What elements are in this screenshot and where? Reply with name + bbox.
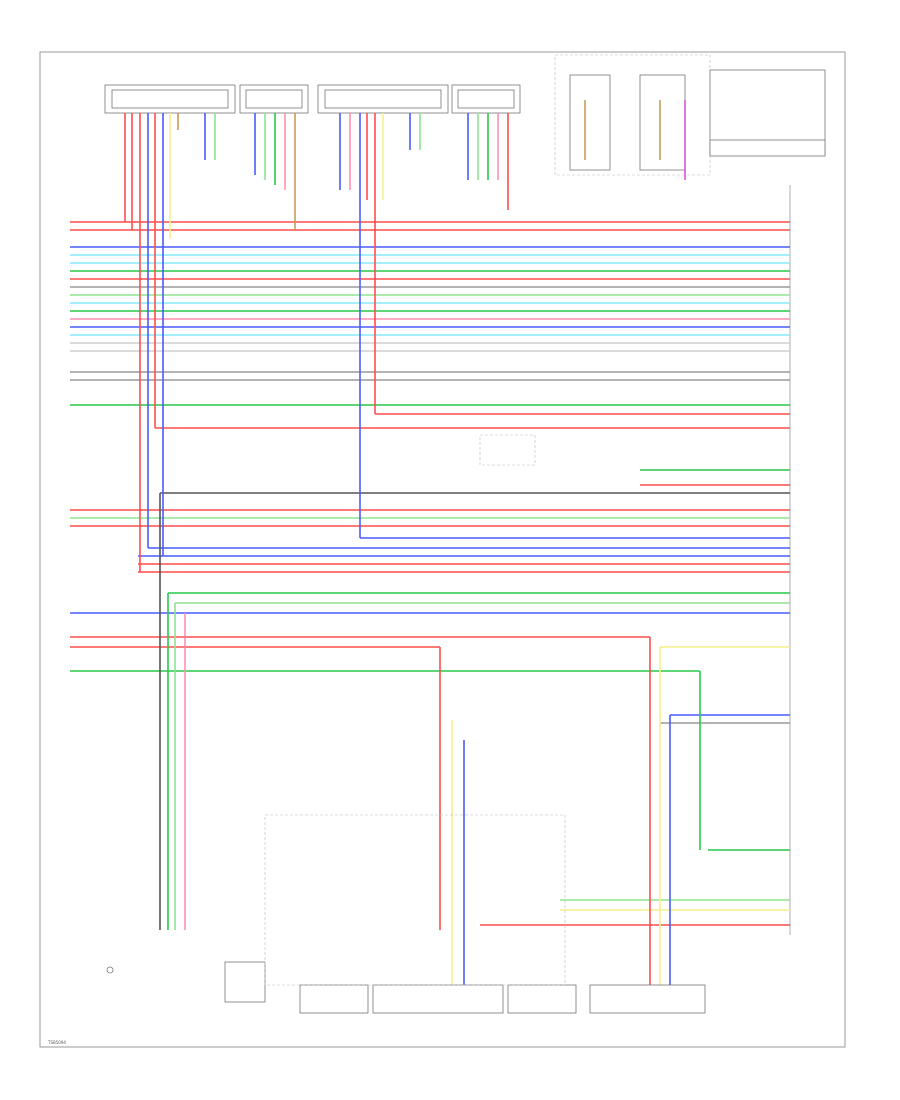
- top-right-module-2: [639, 74, 686, 171]
- top-connector-2: [239, 84, 309, 114]
- top-connector-3: [317, 84, 449, 114]
- bottom-left-component: [224, 961, 266, 1003]
- vertical-wires: [124, 100, 701, 990]
- top-right-module-1: [569, 74, 611, 171]
- bottom-connector-4: [589, 984, 706, 1014]
- dashed-box-1: [264, 814, 566, 986]
- ground-symbol: [106, 966, 114, 974]
- footer-code: TSB5094: [47, 1040, 66, 1045]
- bottom-connector-2: [372, 984, 504, 1014]
- horizontal-wires: [70, 221, 790, 926]
- top-right-module-box: [709, 139, 826, 157]
- bottom-connector-1: [299, 984, 369, 1014]
- top-connector-4: [451, 84, 521, 114]
- diagram-frame: [39, 51, 846, 1048]
- dashed-box-2: [479, 434, 536, 466]
- bottom-connector-3: [507, 984, 577, 1014]
- top-connector-1: [104, 84, 236, 114]
